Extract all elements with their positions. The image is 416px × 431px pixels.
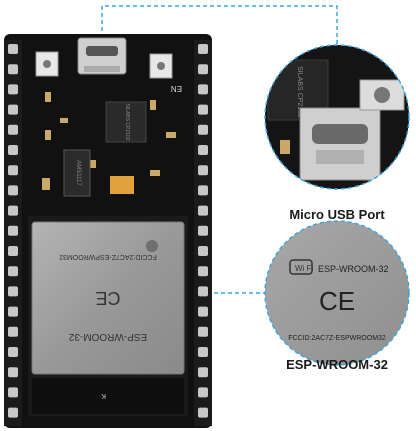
header-pin xyxy=(8,205,18,216)
usb-zoom-inset: SILABS CP2102 xyxy=(264,44,410,190)
usb-uart-chip: SILABS CP2102 xyxy=(105,101,147,143)
header-pin xyxy=(8,306,18,317)
ce-mark-zoom: CE xyxy=(319,286,355,316)
header-pin xyxy=(8,387,18,398)
right-header-pins xyxy=(194,40,212,426)
en-button xyxy=(149,53,173,79)
svg-text:SILABS CP2102: SILABS CP2102 xyxy=(296,66,303,118)
micro-usb-port-label: Micro USB Port xyxy=(289,207,385,222)
esp-wroom-32-label: ESP-WROOM-32 xyxy=(286,357,388,372)
header-pin xyxy=(8,64,18,75)
regulator-marking: AMS1117 xyxy=(75,160,81,186)
module-zoom-inset: Wi Fi ESP-WROOM-32 CE FCCID:2AC7Z-ESPWRO… xyxy=(264,220,410,366)
header-pin xyxy=(8,326,18,337)
header-pin xyxy=(198,246,208,256)
header-pin xyxy=(8,145,18,155)
header-pin xyxy=(8,225,18,236)
fcc-id-on-board: FCCID:2AC7Z-ESPWROOM32 xyxy=(59,253,157,260)
ce-mark-on-board: CE xyxy=(95,288,120,308)
esp32-board: EN SILABS CP2102 AMS1117 ESP-WROOM-32 xyxy=(4,34,212,428)
esp-wroom-32-module: ESP-WROOM-32 FCCID:2AC7Z-ESPWROOM32 CE K xyxy=(28,216,188,416)
header-pin xyxy=(198,347,208,357)
header-pin xyxy=(8,246,18,256)
header-pin xyxy=(8,124,18,135)
header-pin xyxy=(198,44,208,54)
header-pin xyxy=(198,286,208,297)
header-pin xyxy=(198,185,208,196)
smd-components xyxy=(42,92,176,190)
header-pin xyxy=(198,205,208,216)
antenna-k-label: K xyxy=(101,392,106,399)
header-pin xyxy=(198,84,208,95)
header-pin xyxy=(198,367,208,378)
header-pin xyxy=(8,286,18,297)
header-pin xyxy=(8,407,18,418)
en-label: EN xyxy=(171,84,182,93)
voltage-regulator: AMS1117 xyxy=(63,149,91,197)
micro-usb-port xyxy=(77,37,127,75)
tantalum-capacitor xyxy=(110,176,134,194)
svg-text:Wi Fi: Wi Fi xyxy=(295,264,313,273)
header-pin xyxy=(8,347,18,357)
header-pin xyxy=(198,165,208,176)
header-pin xyxy=(198,306,208,317)
header-pin xyxy=(198,326,208,337)
header-pin xyxy=(198,145,208,155)
module-name-on-board: ESP-WROOM-32 xyxy=(68,331,147,342)
header-pin xyxy=(198,104,208,115)
header-pin xyxy=(8,84,18,95)
header-pin xyxy=(198,266,208,277)
left-header-pins xyxy=(4,40,22,426)
header-pin xyxy=(8,44,18,54)
header-pin xyxy=(8,367,18,378)
header-pin xyxy=(8,185,18,196)
header-pin xyxy=(8,104,18,115)
header-pin xyxy=(8,266,18,277)
header-pin xyxy=(198,387,208,398)
boot-button xyxy=(35,51,59,77)
header-pin xyxy=(8,165,18,176)
module-name-zoom: ESP-WROOM-32 xyxy=(318,264,389,274)
header-pin xyxy=(198,407,208,418)
header-pin xyxy=(198,124,208,135)
chip-marking: SILABS CP2102 xyxy=(124,104,130,141)
header-pin xyxy=(198,64,208,75)
header-pin xyxy=(198,225,208,236)
fcc-id-zoom: FCCID:2AC7Z-ESPWROOM32 xyxy=(288,335,386,342)
